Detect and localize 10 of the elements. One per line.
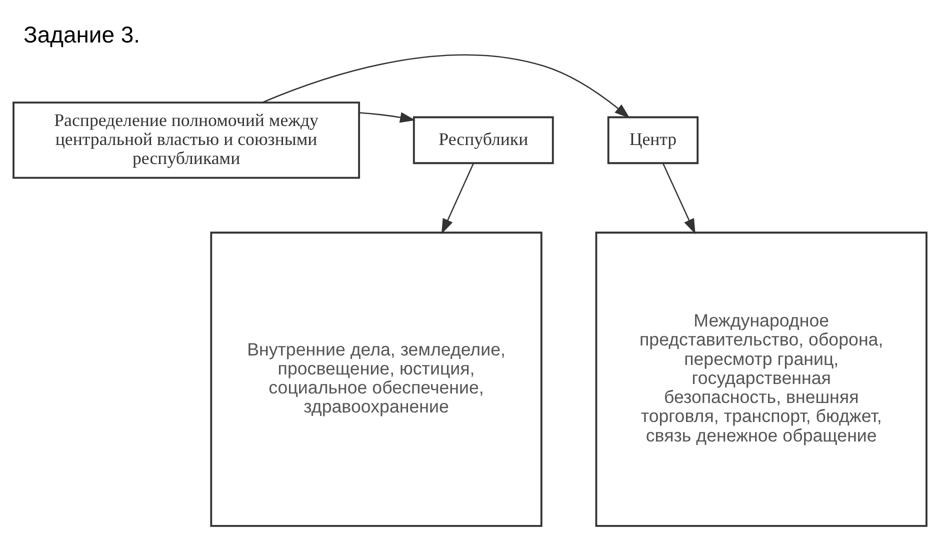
arrow xyxy=(662,162,696,234)
arrow xyxy=(262,54,630,118)
node-box: Распределение полномочий между центральной властью и союзными республиками xyxy=(12,101,360,178)
arrow xyxy=(359,112,416,122)
node-box: Центр xyxy=(607,116,699,164)
node-box: Международное представительство, оборона, пересмотр границ, государственная безопасность, внешняя торговля, транспорт, бюджет, связь денежное обращение xyxy=(595,231,928,526)
node-box: Республики xyxy=(412,116,554,164)
diagram-title: Задание 3. xyxy=(23,21,140,48)
node-box: Внутренние дела, земледелие, просвещение, юстиция, социальное обеспечение, здравоохранение xyxy=(210,231,542,526)
arrow xyxy=(441,162,474,234)
